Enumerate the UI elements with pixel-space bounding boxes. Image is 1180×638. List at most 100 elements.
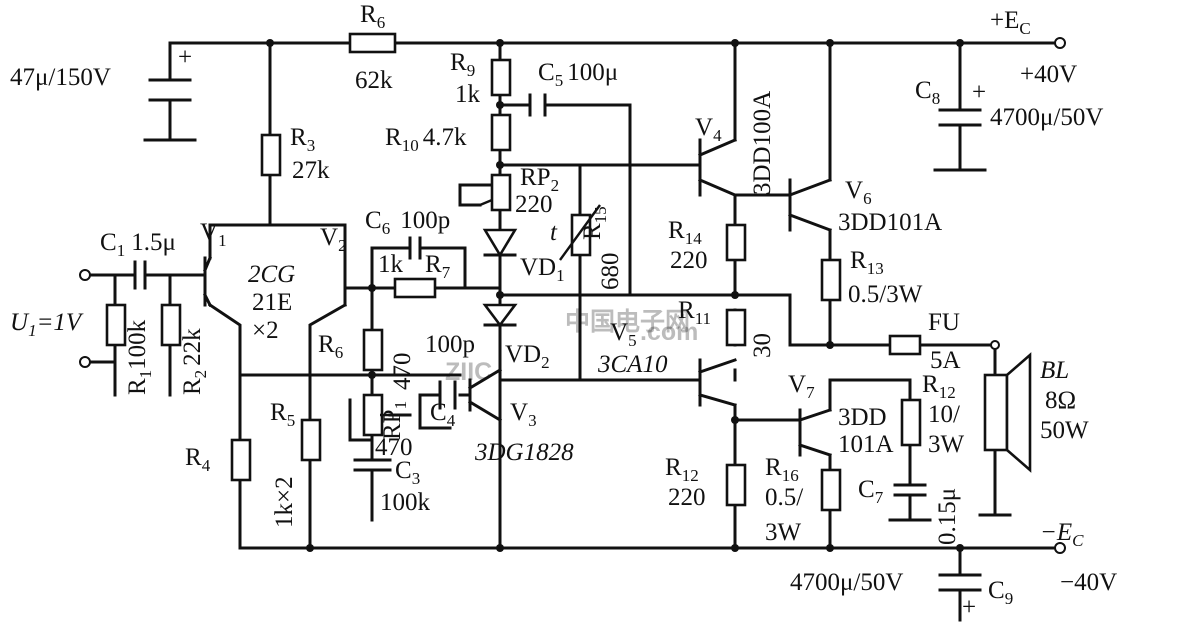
r5-value: 1k×2: [271, 476, 298, 528]
r7-value: 1k: [378, 251, 404, 278]
r6-top-value: 62k: [355, 67, 393, 94]
bl-label: BL: [1040, 357, 1069, 384]
svg-text:.com: .com: [640, 318, 698, 346]
r6-bottom-value: 470: [389, 353, 416, 391]
r9-value: 1k: [455, 81, 481, 108]
r3-value: 27k: [292, 157, 330, 184]
r12-right-value-2: 3W: [928, 431, 965, 458]
c8-value: 4700μ/50V: [990, 104, 1103, 131]
c4-label: C4: [430, 399, 456, 430]
transistor-v4: [698, 138, 737, 197]
resistor-r9: [490, 58, 512, 97]
resistor-r2: [160, 303, 182, 347]
c9-value: 4700μ/50V: [790, 569, 903, 596]
v3-type: 3DG1828: [474, 439, 574, 466]
c8-label: C8: [915, 77, 940, 108]
cap-c3: [353, 458, 392, 502]
rp2-label: RP2: [520, 164, 559, 195]
terminal-input-top: [79, 269, 91, 281]
v12-type-3: ×2: [252, 317, 279, 344]
r11-label: R11: [678, 297, 711, 328]
diode-vd1: [482, 228, 518, 258]
terminal-pos: [1054, 37, 1066, 49]
r13-value: 0.5/3W: [848, 281, 923, 308]
vd2-label: VD2: [505, 341, 550, 372]
c9-label: C9: [988, 577, 1013, 608]
plus-mark: +: [178, 44, 192, 71]
bl-power: 50W: [1040, 417, 1089, 444]
resistor-r7: [393, 277, 437, 299]
c3-label: C3: [395, 457, 420, 488]
speaker-bl: [983, 352, 1032, 473]
resistors: [105, 32, 922, 512]
watermark: ZIIC 中国电子网 .com: [445, 308, 698, 386]
diode-vd2: [482, 303, 518, 328]
r15-label: R15: [579, 206, 610, 240]
r14-value: 220: [670, 247, 708, 274]
resistor-r4: [230, 438, 252, 482]
v4-type: 3DD100A: [749, 91, 776, 195]
terminal-input-bottom: [79, 356, 91, 368]
bl-impedance: 8Ω: [1045, 387, 1076, 414]
rp1-value: 470: [375, 434, 413, 461]
transistor-v3: [467, 367, 503, 423]
resistor-r13: [820, 258, 842, 302]
r16-value-2: 3W: [765, 519, 802, 546]
resistor-r6-top: [348, 32, 397, 54]
r15-mark: t: [550, 219, 558, 246]
terminals: [79, 37, 1066, 554]
input-label: U1=1V: [10, 309, 84, 340]
r13-label: R13: [850, 247, 884, 278]
v2-label: V2: [320, 224, 347, 255]
r12-right-label: R12: [922, 371, 956, 402]
transistor-v6: [788, 178, 832, 232]
cap-c4: [438, 380, 457, 410]
resistor-r14: [725, 223, 747, 262]
r15-value: 680: [597, 253, 624, 291]
v4-label: V4: [695, 114, 722, 145]
r6-bottom-label: R6: [318, 331, 343, 362]
r3-label: R3: [290, 124, 315, 155]
transistor-v1: [202, 256, 213, 308]
v7-label: V7: [788, 371, 815, 402]
r12-right-value-1: 10/: [928, 401, 960, 428]
transistor-v7: [798, 408, 832, 457]
cap-c6: [408, 236, 432, 260]
cap-c8: [938, 108, 982, 127]
v7-type-2: 101A: [838, 431, 894, 458]
diodes: [482, 228, 518, 328]
svg-text:中国电子网: 中国电子网: [565, 308, 690, 336]
r12-left-value: 220: [668, 484, 706, 511]
r16-value-1: 0.5/: [765, 484, 803, 511]
plus-mark: +: [962, 594, 976, 621]
resistor-r16: [820, 468, 842, 512]
cap-c5: [528, 93, 547, 117]
r16-label: R16: [765, 454, 799, 485]
resistor-r10: [490, 113, 512, 152]
resistor-rp2: [490, 173, 512, 212]
plus-mark: +: [972, 79, 986, 106]
v6-type: 3DD101A: [838, 209, 942, 236]
supply-pos-voltage: +40V: [1020, 61, 1077, 88]
v5-type: 3CA10: [597, 351, 668, 378]
cap-c7: [893, 483, 927, 497]
resistor-r12-right: [900, 398, 922, 447]
v12-type-2: 21E: [252, 289, 292, 316]
terminal-neg: [1054, 542, 1066, 554]
rp1-label: RP1: [379, 401, 410, 440]
resistor-r3: [260, 133, 282, 177]
r12-left-label: R12: [665, 454, 699, 485]
transistors: [202, 138, 832, 457]
cin-value: 47μ/150V: [10, 64, 111, 91]
r7-label: R7: [425, 251, 451, 282]
fuse-fu: [888, 334, 922, 356]
c3-value: 100k: [380, 489, 431, 516]
supply-neg-voltage: −40V: [1060, 569, 1117, 596]
v1-label: V1: [200, 219, 227, 250]
resistor-r1: [105, 303, 127, 347]
